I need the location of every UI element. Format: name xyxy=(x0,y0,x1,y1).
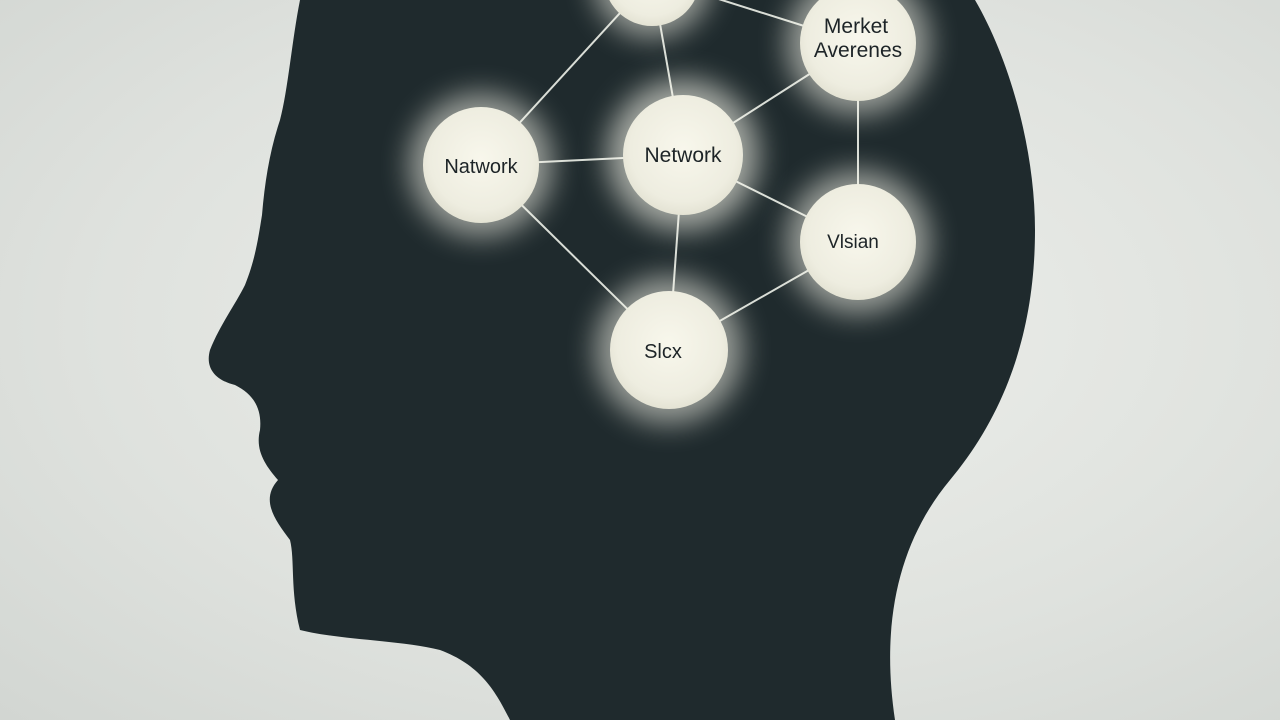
node-vision: Vlsian xyxy=(786,170,930,314)
node-layer: Merket Averenes Natwork Network Vlsian S… xyxy=(409,0,930,424)
node-market-label-line2: Averenes xyxy=(814,39,902,62)
node-network-left-label: Natwork xyxy=(444,156,518,178)
node-skills: Slcx xyxy=(595,276,743,424)
node-vision-label: Vlsian xyxy=(827,232,879,253)
node-network-center-label: Network xyxy=(644,144,722,167)
node-network-center: Network xyxy=(607,79,759,231)
node-network-left: Natwork xyxy=(409,93,553,237)
node-market-awareness: Merket Averenes xyxy=(786,0,930,115)
node-skills-label: Slcx xyxy=(644,341,682,363)
node-market-label-line1: Merket xyxy=(824,15,888,38)
node-top xyxy=(596,0,708,38)
